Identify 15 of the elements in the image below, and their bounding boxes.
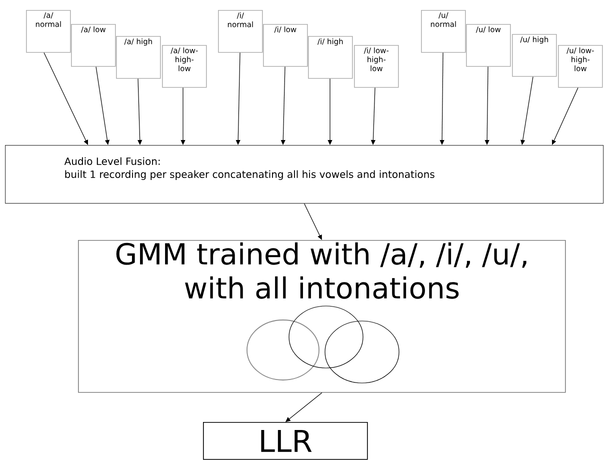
arrow [236, 52, 240, 145]
arrow [44, 52, 88, 145]
arrow [96, 66, 110, 145]
arrow [138, 78, 142, 145]
arrow [328, 78, 332, 145]
arrow [552, 88, 578, 145]
arrow [280, 66, 286, 145]
output-box: LLR [203, 422, 368, 460]
arrow [484, 66, 490, 145]
arrow [520, 76, 534, 145]
model-box: GMM trained with /a/, /i/, /u/, with all intonations [78, 240, 566, 393]
arrow [440, 52, 444, 145]
process-box: Audio Level Fusion: built 1 recording per speaker concatenating all his vowels and intonations [5, 145, 604, 204]
arrow [180, 88, 186, 145]
arrow [304, 203, 322, 240]
